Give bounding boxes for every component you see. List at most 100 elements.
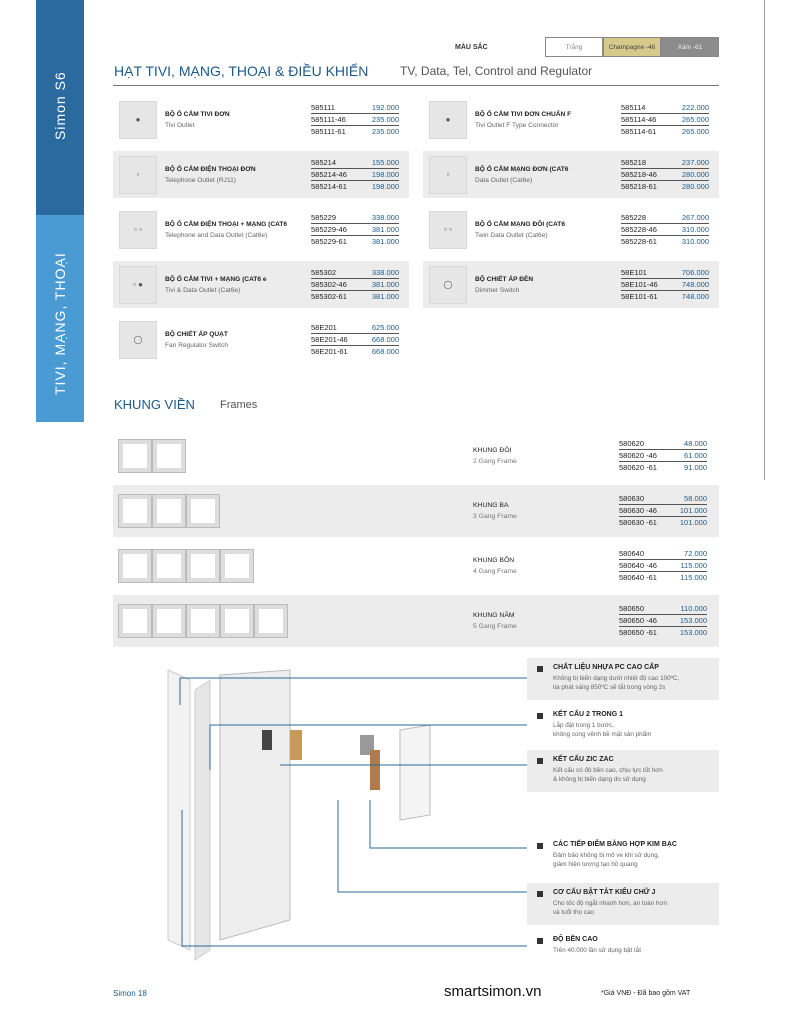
product-code: 585218-61 [621, 181, 657, 191]
product-name-vi: BỘ CHIẾT ÁP QUẠT [165, 330, 228, 338]
frame-gang [152, 604, 186, 638]
product-code: 585111 [311, 102, 335, 112]
product-name-vi: BỘ Ổ CẮM ĐIỆN THOẠI + MẠNG (CAT6 [165, 220, 288, 228]
product-code: 585228-46 [621, 224, 657, 234]
price: 91.000 [684, 463, 707, 472]
price: 706.000 [681, 267, 709, 277]
product-code: 585114-46 [621, 114, 657, 124]
feature-desc: không cong vênh bề mặt sản phẩm [553, 731, 652, 738]
price: 748.000 [681, 291, 709, 301]
frame-gang [118, 494, 152, 528]
code-price-row: 585111-46 235.000 [311, 114, 399, 126]
mounting-plate [219, 669, 291, 941]
product-code: 58E101 [621, 267, 647, 277]
product-name-vi: BỘ Ổ CẮM ĐIỆN THOẠI ĐƠN [165, 165, 256, 173]
product-code: 580620 -61 [619, 463, 657, 472]
frame-name-en: 2 Gang Frame [473, 458, 517, 465]
website: smartsimon.vn [444, 983, 542, 1000]
product-code: 585111-61 [311, 126, 346, 136]
product-name-vi: BỘ Ổ CẮM TIVI ĐƠN [165, 110, 230, 118]
price: 338.000 [371, 267, 399, 277]
frame-gang [152, 549, 186, 583]
price: 381.000 [371, 279, 399, 289]
frame-gang [254, 604, 288, 638]
frame-gang [220, 604, 254, 638]
price: 198.000 [371, 181, 399, 191]
frame-name-en: 3 Gang Frame [473, 513, 517, 520]
price-note: *Giá VNĐ - Đã bao gồm VAT [601, 990, 691, 997]
product-code: 585228-61 [621, 236, 657, 246]
product-code: 58E101-61 [621, 291, 658, 301]
product-code: 585214-61 [311, 181, 347, 191]
product-code: 580630 -61 [619, 518, 657, 527]
product-code: 585214-46 [311, 169, 347, 179]
frame-gang [152, 494, 186, 528]
price: 101.000 [679, 506, 707, 515]
frame-gang [220, 549, 254, 583]
product-code: 585214 [311, 157, 337, 167]
frame-name-vi: KHUNG BỐN [473, 557, 515, 564]
frame-name-en: 5 Gang Frame [473, 623, 517, 630]
price: 155.000 [371, 157, 399, 167]
product-code: 585218-46 [621, 169, 657, 179]
product-name-en: Telephone Outlet (RJ11) [165, 176, 236, 184]
exploded-switch-diagram [167, 669, 527, 961]
feature-title: KẾT CẤU ZIC ZAC [553, 756, 614, 763]
price: 198.000 [371, 169, 399, 179]
product-code: 580640 -46 [619, 561, 657, 570]
product-image: ▫ [429, 155, 467, 194]
product-code: 580650 -46 [619, 616, 657, 625]
product-code: 585111-46 [311, 114, 346, 124]
product-code: 580620 [619, 439, 645, 448]
price: 265.000 [681, 126, 709, 136]
price: 58.000 [684, 494, 707, 503]
price: 748.000 [681, 279, 709, 289]
product-name-en: Tivi Outlet [165, 121, 195, 129]
product-code: 585228 [621, 212, 647, 222]
frame-gang [118, 604, 152, 638]
code-price-row: 585214-46 198.000 [311, 169, 399, 181]
product-name-vi: BỘ CHIẾT ÁP ĐÈN [475, 275, 534, 283]
feature-callout: CHẤT LIỆU NHỰA PC CAO CẤP Không bị biến d… [527, 658, 719, 700]
page-edge-line [764, 0, 765, 480]
product-name-en: Data Outlet (Cat6e) [475, 176, 533, 184]
product-name-en: Telephone and Data Outlet (Cat6e) [165, 231, 268, 239]
product-code: 585218 [621, 157, 647, 167]
swatch-champagne: Champagne -46 [603, 37, 661, 57]
price: 625.000 [371, 322, 399, 332]
price: 338.000 [371, 212, 399, 222]
feature-desc: và tuổi thọ cao [553, 909, 594, 916]
product-code: 58E201-46 [311, 334, 348, 344]
code-price-row: 58E101-61 748.000 [621, 291, 709, 303]
divider [113, 85, 719, 86]
feature-desc: Không bị biến dạng dưới nhiệt độ cao 100… [553, 675, 680, 682]
product-code: 585114-61 [621, 126, 657, 136]
price: 235.000 [371, 114, 399, 124]
frame-name-vi: KHUNG BA [473, 502, 509, 509]
feature-title: CHẤT LIỆU NHỰA PC CAO CẤP [553, 664, 659, 671]
